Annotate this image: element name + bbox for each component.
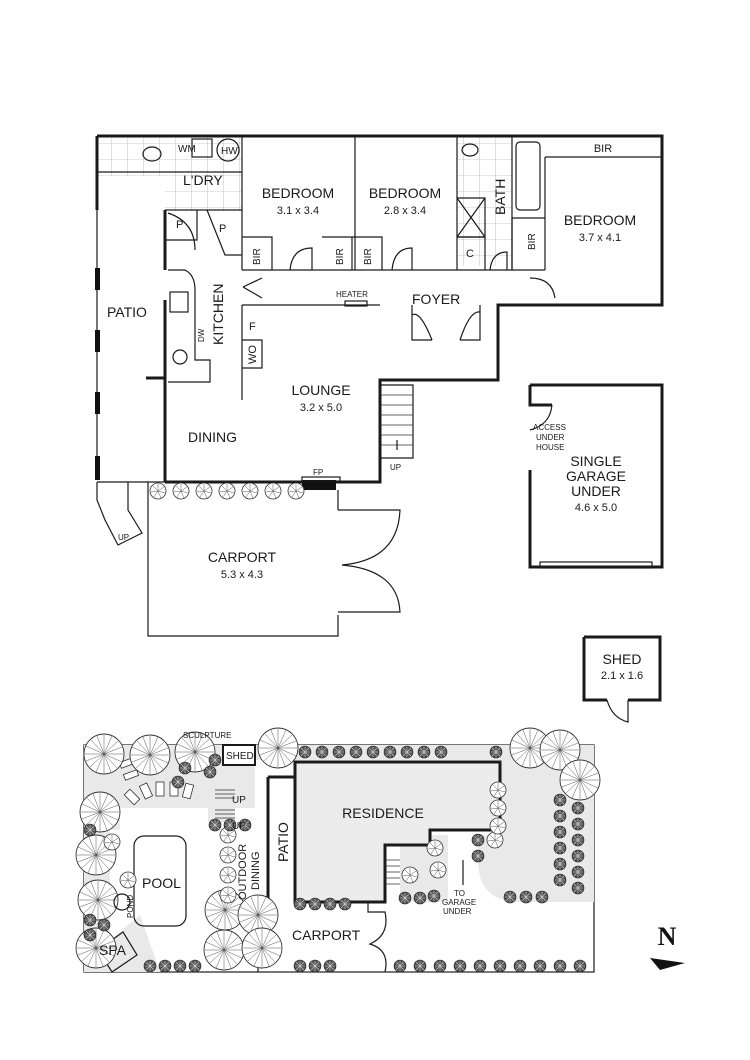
heater-label: HEATER [336,290,368,299]
pool-label: POOL [142,875,181,891]
kitchen-label: KITCHEN [210,284,226,345]
site-labels: SCULPTURE SHED UP UP OUTDOOR DINING PATI… [99,731,476,958]
patio-label: PATIO [107,304,147,320]
fridge-label: F [249,321,256,333]
carport-label: CARPORT [208,549,277,565]
bedroom-3-label: BEDROOM [564,212,636,228]
site-shed-label: SHED [226,751,254,762]
outdoor-dining-line-2: DINING [250,852,262,891]
to-garage-line-2: GARAGE [442,898,476,907]
bir-2-label: BIR [335,248,346,265]
shed-label: SHED [603,651,642,667]
site-plan [75,727,601,973]
pantry-2-label: P [219,223,226,235]
hw-label: HW [221,146,238,157]
access-line-2: UNDER [536,433,565,442]
garage-line-3: UNDER [571,483,621,499]
bedroom-2-label: BEDROOM [369,185,441,201]
garage-line-1: SINGLE [570,453,621,469]
dining-label: DINING [188,429,237,445]
bir-1-label: BIR [252,248,263,265]
laundry-label: L'DRY [183,172,223,188]
garage-line-2: GARAGE [566,468,626,484]
access-line-3: HOUSE [536,443,564,452]
north-label: N [658,922,677,951]
pantry-1-label: P [176,219,183,231]
sculpture-label: SCULPTURE [183,731,231,740]
upper-floor-plan [95,134,664,723]
access-line-1: ACCESS [533,423,566,432]
north-compass: N [650,922,685,970]
to-garage-line-3: UNDER [443,907,472,916]
bedroom-1-dims: 3.1 x 3.4 [277,205,319,217]
fireplace-label: FP [313,468,323,477]
north-arrow-icon [650,958,685,970]
linen-label: C [466,248,474,260]
stairs-up-label: UP [390,463,401,472]
bir-5-label: BIR [594,143,612,155]
site-up-2-label: UP [232,821,246,832]
carport-dims: 5.3 x 4.3 [221,569,263,581]
bir-3-label: BIR [363,248,374,265]
bedroom-1-label: BEDROOM [262,185,334,201]
spa-label: SPA [99,942,127,958]
lounge-dims: 3.2 x 5.0 [300,402,342,414]
garage-dims: 4.6 x 5.0 [575,502,617,514]
room-labels: WM HW L'DRY P P BEDROOM 3.1 x 3.4 BEDROO… [107,143,643,682]
pond-label: POND [126,895,135,918]
wm-label: WM [178,144,196,155]
shed-dims: 2.1 x 1.6 [601,670,643,682]
outdoor-dining-line-1: OUTDOOR [237,844,249,900]
carport-hedge [149,482,305,500]
residence [293,760,502,904]
residence-label: RESIDENCE [342,805,424,821]
site-patio-label: PATIO [275,822,291,862]
foyer-label: FOYER [412,291,460,307]
patio-up-label: UP [118,533,129,542]
exterior-wall [97,134,664,484]
bedroom-3-dims: 3.7 x 4.1 [579,232,621,244]
bath-label: BATH [492,179,508,215]
dw-label: DW [197,328,206,342]
bir-4-label: BIR [527,233,538,250]
to-garage-line-1: TO [454,889,465,898]
site-up-1-label: UP [232,795,246,806]
lounge-label: LOUNGE [291,382,350,398]
bedroom-2-dims: 2.8 x 3.4 [384,205,426,217]
site-carport-label: CARPORT [292,927,361,943]
wall-oven-label: WO [247,345,259,364]
